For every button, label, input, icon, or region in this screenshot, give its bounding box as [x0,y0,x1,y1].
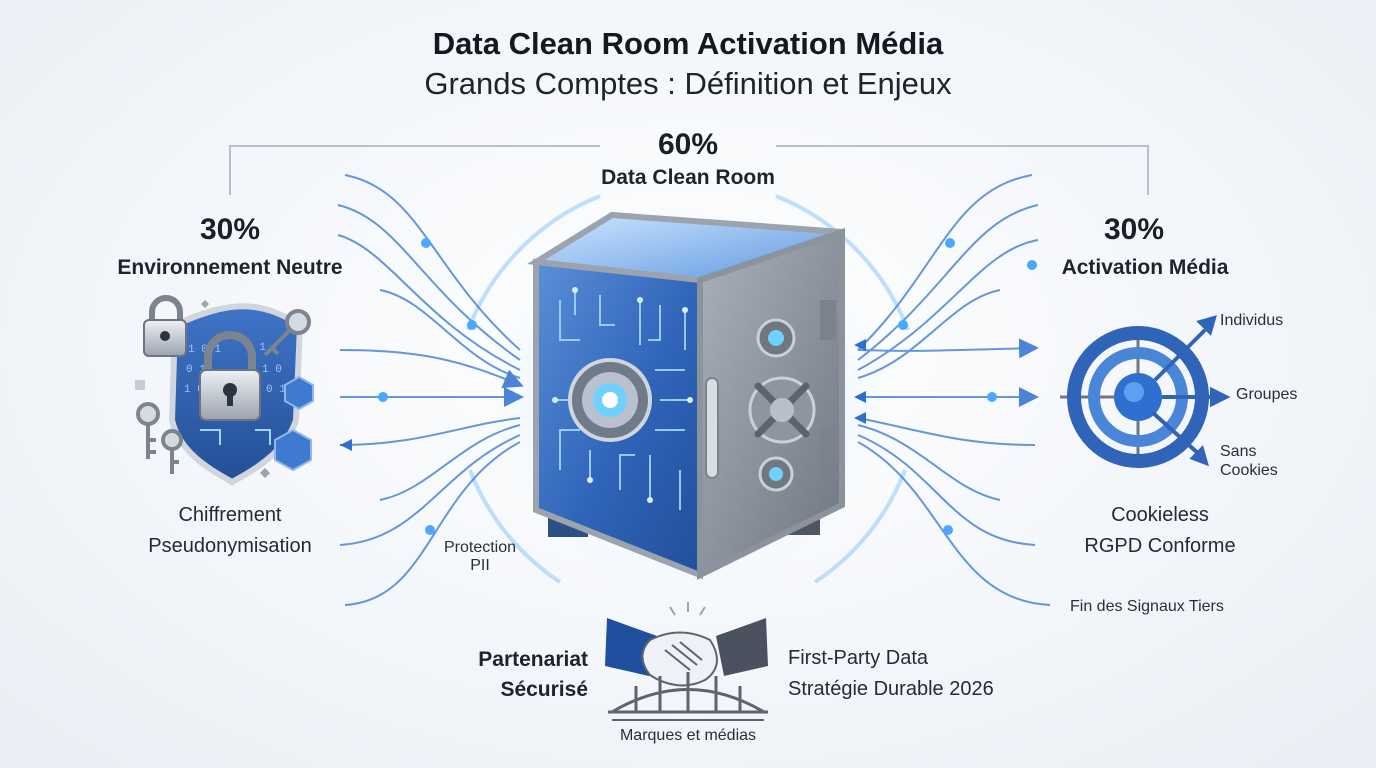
target-label-individus: Individus [1220,312,1284,329]
partnership-line-1: Partenariat [478,648,588,671]
svg-text:1 0: 1 0 [262,364,282,376]
left-percent: 30% [199,213,261,246]
svg-text:1 0: 1 0 [184,384,204,396]
partnership-line-2: Sécurisé [500,678,588,701]
top-bracket [229,145,1149,195]
target-label-sans: Sans [1220,443,1257,460]
title-line-1: Data Clean Room Activation Média [432,26,944,61]
pii-label-2: PII [470,557,490,574]
right-feature-1: Cookieless [1111,504,1209,526]
left-feature-1: Chiffrement [178,504,282,526]
arrow-icon [1150,315,1231,467]
vault-icon [527,211,845,580]
handshake-icon [605,602,768,687]
target-label-groupes: Groupes [1236,386,1298,403]
key-icon [136,309,311,474]
right-feature-2: RGPD Conforme [1084,535,1236,557]
right-percent: 30% [1103,213,1165,246]
center-percent: 60% [657,128,719,161]
bridge-caption: Marques et médias [619,727,757,744]
title-line-2: Grands Comptes : Définition et Enjeux [424,66,952,101]
bottom-point-2: Stratégie Durable 2026 [788,678,994,700]
svg-text:0 1: 0 1 [266,384,286,396]
left-feature-2: Pseudonymisation [148,535,312,557]
padlock-icon [143,295,261,421]
right-footnote: Fin des Signaux Tiers [1070,598,1224,615]
cube-icon [274,375,314,472]
left-label: Environnement Neutre [117,256,343,279]
glow-dots [378,238,1037,535]
bottom-point-1: First-Party Data [788,647,929,669]
center-label: Data Clean Room [601,166,775,189]
pii-label-1: Protection [443,539,517,556]
right-flow-lines [857,174,1051,606]
right-label: Activation Média [1061,256,1229,279]
target-label-cookies: Cookies [1220,462,1278,479]
bridge-icon [608,672,768,721]
